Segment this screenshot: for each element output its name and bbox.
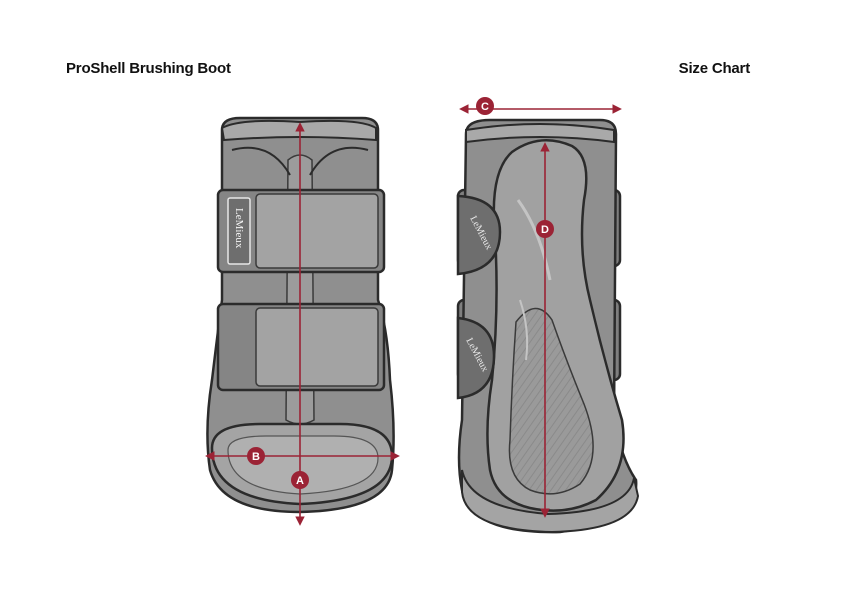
measure-badge-a: A xyxy=(291,471,309,489)
size-chart-title: Size Chart xyxy=(678,60,751,77)
side-boot-collar xyxy=(465,123,615,144)
svg-text:C: C xyxy=(481,101,489,113)
front-boot-collar xyxy=(220,119,377,142)
measure-badge-b: B xyxy=(247,447,265,465)
svg-text:B: B xyxy=(252,451,260,463)
svg-text:A: A xyxy=(296,475,304,487)
front-boot-curve-left xyxy=(231,146,291,176)
front-boot-view: LeMieux A B xyxy=(205,116,400,526)
measure-badge-c: C xyxy=(476,97,494,115)
side-boot-shell-highlight-2 xyxy=(519,299,529,361)
front-boot-curve-right xyxy=(309,146,369,176)
side-boot-view: LeMieux LeMieux C D xyxy=(456,97,640,534)
side-lower-strap-tab xyxy=(456,316,496,400)
product-title: ProShell Brushing Boot xyxy=(66,60,231,77)
side-boot-shell-inner xyxy=(508,307,594,495)
front-boot-lower-velcro xyxy=(255,307,379,387)
measure-badge-d: D xyxy=(536,220,554,238)
front-brand-logo: LeMieux xyxy=(233,208,245,249)
svg-text:D: D xyxy=(541,224,549,236)
front-brand-tag xyxy=(227,197,251,265)
front-boot-upper-velcro xyxy=(255,193,379,269)
side-upper-strap-tab xyxy=(456,194,502,276)
side-boot-bottom-rim xyxy=(461,469,640,534)
